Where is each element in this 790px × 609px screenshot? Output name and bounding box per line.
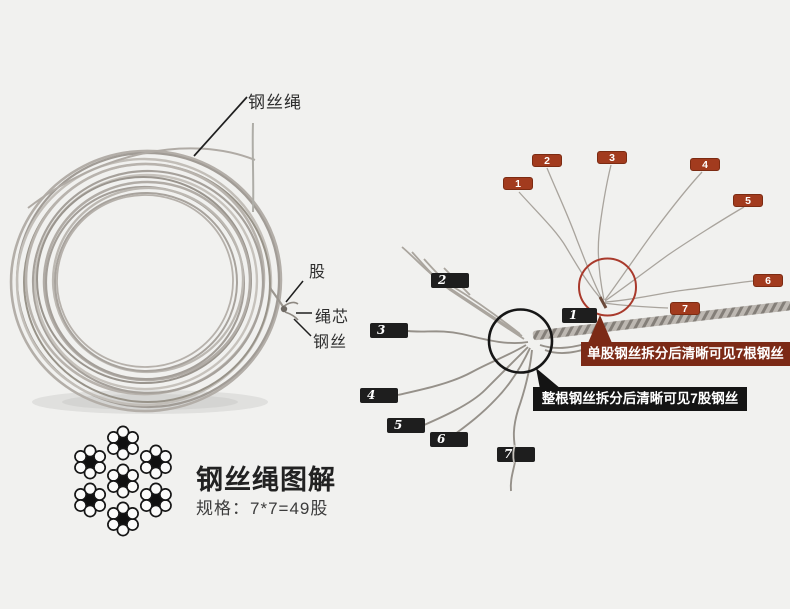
wire-tag-7: 7 (670, 302, 700, 315)
wire-tag-5: 5 (733, 194, 763, 207)
wire-label: 钢丝 (313, 334, 348, 351)
red-highlight-circle (578, 257, 637, 317)
frayed-rope-tip (269, 287, 299, 321)
split-diagram-art (397, 164, 790, 492)
strand-tag-7: 7 (497, 447, 535, 462)
strand-tag-2: 2 (431, 273, 469, 288)
cross-section-title: 钢丝绳图解 (196, 465, 336, 495)
wire-tag-1: 1 (503, 177, 533, 190)
strand-stub (598, 296, 608, 309)
wire-coil-photo (9, 122, 299, 414)
strand-wires (397, 330, 593, 492)
strand-tag-4: 4 (360, 388, 398, 403)
photo-label-lines (193, 96, 312, 337)
red-callout-pointer (588, 315, 612, 343)
wire-tag-2: 2 (532, 154, 562, 167)
black-highlight-circle (487, 308, 554, 374)
black-callout-pointer (536, 368, 561, 389)
single-wires (518, 164, 754, 309)
strand-tag-5: 5 (387, 418, 425, 433)
strand-bundle (401, 246, 525, 340)
strand-label: 股 (309, 264, 327, 281)
strand-tag-6: 6 (430, 432, 468, 447)
wire-tag-3: 3 (597, 151, 627, 164)
single-strand-callout: 单股钢丝拆分后清晰可见7根钢丝 (581, 342, 790, 366)
coil-rings (9, 149, 283, 413)
cross-section-diagram (74, 425, 172, 537)
strand-tag-3: 3 (370, 323, 408, 338)
cross-section-spec: 规格：7*7=49股 (196, 499, 329, 518)
core-label: 绳芯 (315, 309, 350, 326)
wire-tag-6: 6 (753, 274, 783, 287)
wire-tag-4: 4 (690, 158, 720, 171)
strand-tag-1: 1 (562, 308, 597, 323)
whole-rope-callout: 整根钢丝拆分后清晰可见7股钢丝 (533, 387, 747, 411)
rope-label: 钢丝绳 (248, 93, 302, 112)
rope-free-end (251, 122, 255, 213)
